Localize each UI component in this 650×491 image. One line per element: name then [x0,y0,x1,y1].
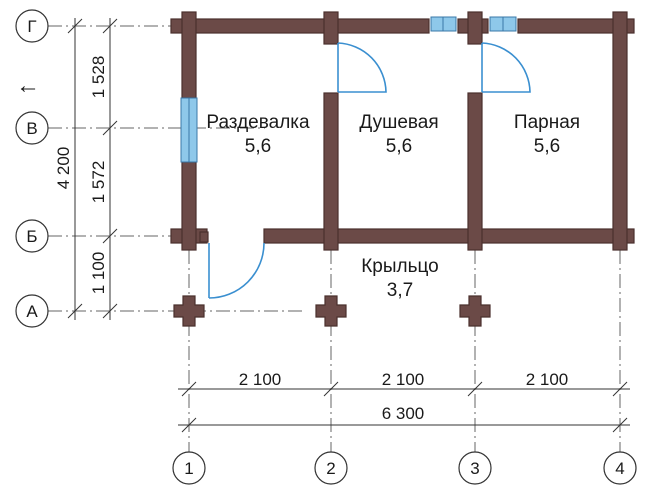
axis-bubble-col-1 [172,451,206,485]
axis-bubble-row-g [15,9,49,43]
axis-bubble-col-2 [314,451,348,485]
axis-label-col-4: 4 [615,459,624,478]
room-name-porch: Крыльцо [361,256,439,277]
room-name-shower: Душевая [359,112,438,133]
wall-partition-3-stub [467,11,483,45]
wall-bottom-right [263,228,635,244]
log-walls [170,11,635,251]
axis-bubble-col-3 [458,451,492,485]
wall-left-lower [181,161,197,251]
door-arc-steam [481,42,531,93]
room-name-dressing: Раздевалка [206,112,310,133]
entrance-arrow-icon: ← [16,72,40,99]
dim-horizontal-1: 2 100 [239,370,282,389]
porch-post-2 [315,295,347,327]
wall-left-upper [181,11,197,99]
dim-vertical-total: 4 200 [54,147,73,190]
axis-label-col-2: 2 [326,459,335,478]
vertical-dimension-texts: 4 200 1 528 1 572 1 100 [54,56,108,295]
wall-door-jamb-left [199,231,209,243]
axis-bubble-row-a [15,294,49,328]
dim-vertical-2: 1 572 [89,161,108,204]
room-labels: Раздевалка 5,6 Душевая 5,6 Парная 5,6 Кр… [206,112,580,301]
horizontal-dimension-texts: 2 100 2 100 2 100 6 300 [239,370,569,423]
dim-horizontal-2: 2 100 [382,370,425,389]
axis-label-row-v: В [26,119,37,138]
dim-horizontal-3: 2 100 [526,370,569,389]
room-area-porch: 3,7 [387,280,413,301]
axis-bubble-row-b [15,219,49,253]
dim-vertical-3: 1 100 [89,252,108,295]
room-area-dressing: 5,6 [245,136,271,157]
axis-bubble-col-4 [603,451,637,485]
doors [208,42,531,299]
wall-top-right [517,18,635,34]
axis-grid [48,25,621,455]
axis-label-col-3: 3 [470,459,479,478]
wall-partition-2-stub [323,11,339,45]
wall-top-left [170,18,430,34]
vertical-dimension-chain [67,18,118,320]
windows [180,16,517,163]
wall-right [612,11,628,251]
wall-partition-2 [323,92,339,251]
door-arc-entrance [208,242,265,299]
door-arc-shower [337,42,387,93]
axis-label-row-g: Г [27,17,36,36]
porch-posts [173,295,491,327]
axis-bubble-row-v [15,111,49,145]
dim-horizontal-total: 6 300 [382,404,425,423]
room-area-steam: 5,6 [534,136,560,157]
axis-label-row-b: Б [26,227,37,246]
porch-post-1 [173,295,205,327]
axis-label-col-1: 1 [184,459,193,478]
porch-post-3 [459,295,491,327]
horizontal-dimension-chain [178,381,630,433]
room-area-shower: 5,6 [386,136,412,157]
wall-partition-3 [467,92,483,251]
room-name-steam: Парная [514,112,580,133]
row-axis-bubbles: Г В Б А [15,9,49,328]
dim-vertical-1: 1 528 [89,56,108,99]
column-axis-bubbles: 1 2 3 4 [172,451,637,485]
axis-label-row-a: А [26,302,38,321]
